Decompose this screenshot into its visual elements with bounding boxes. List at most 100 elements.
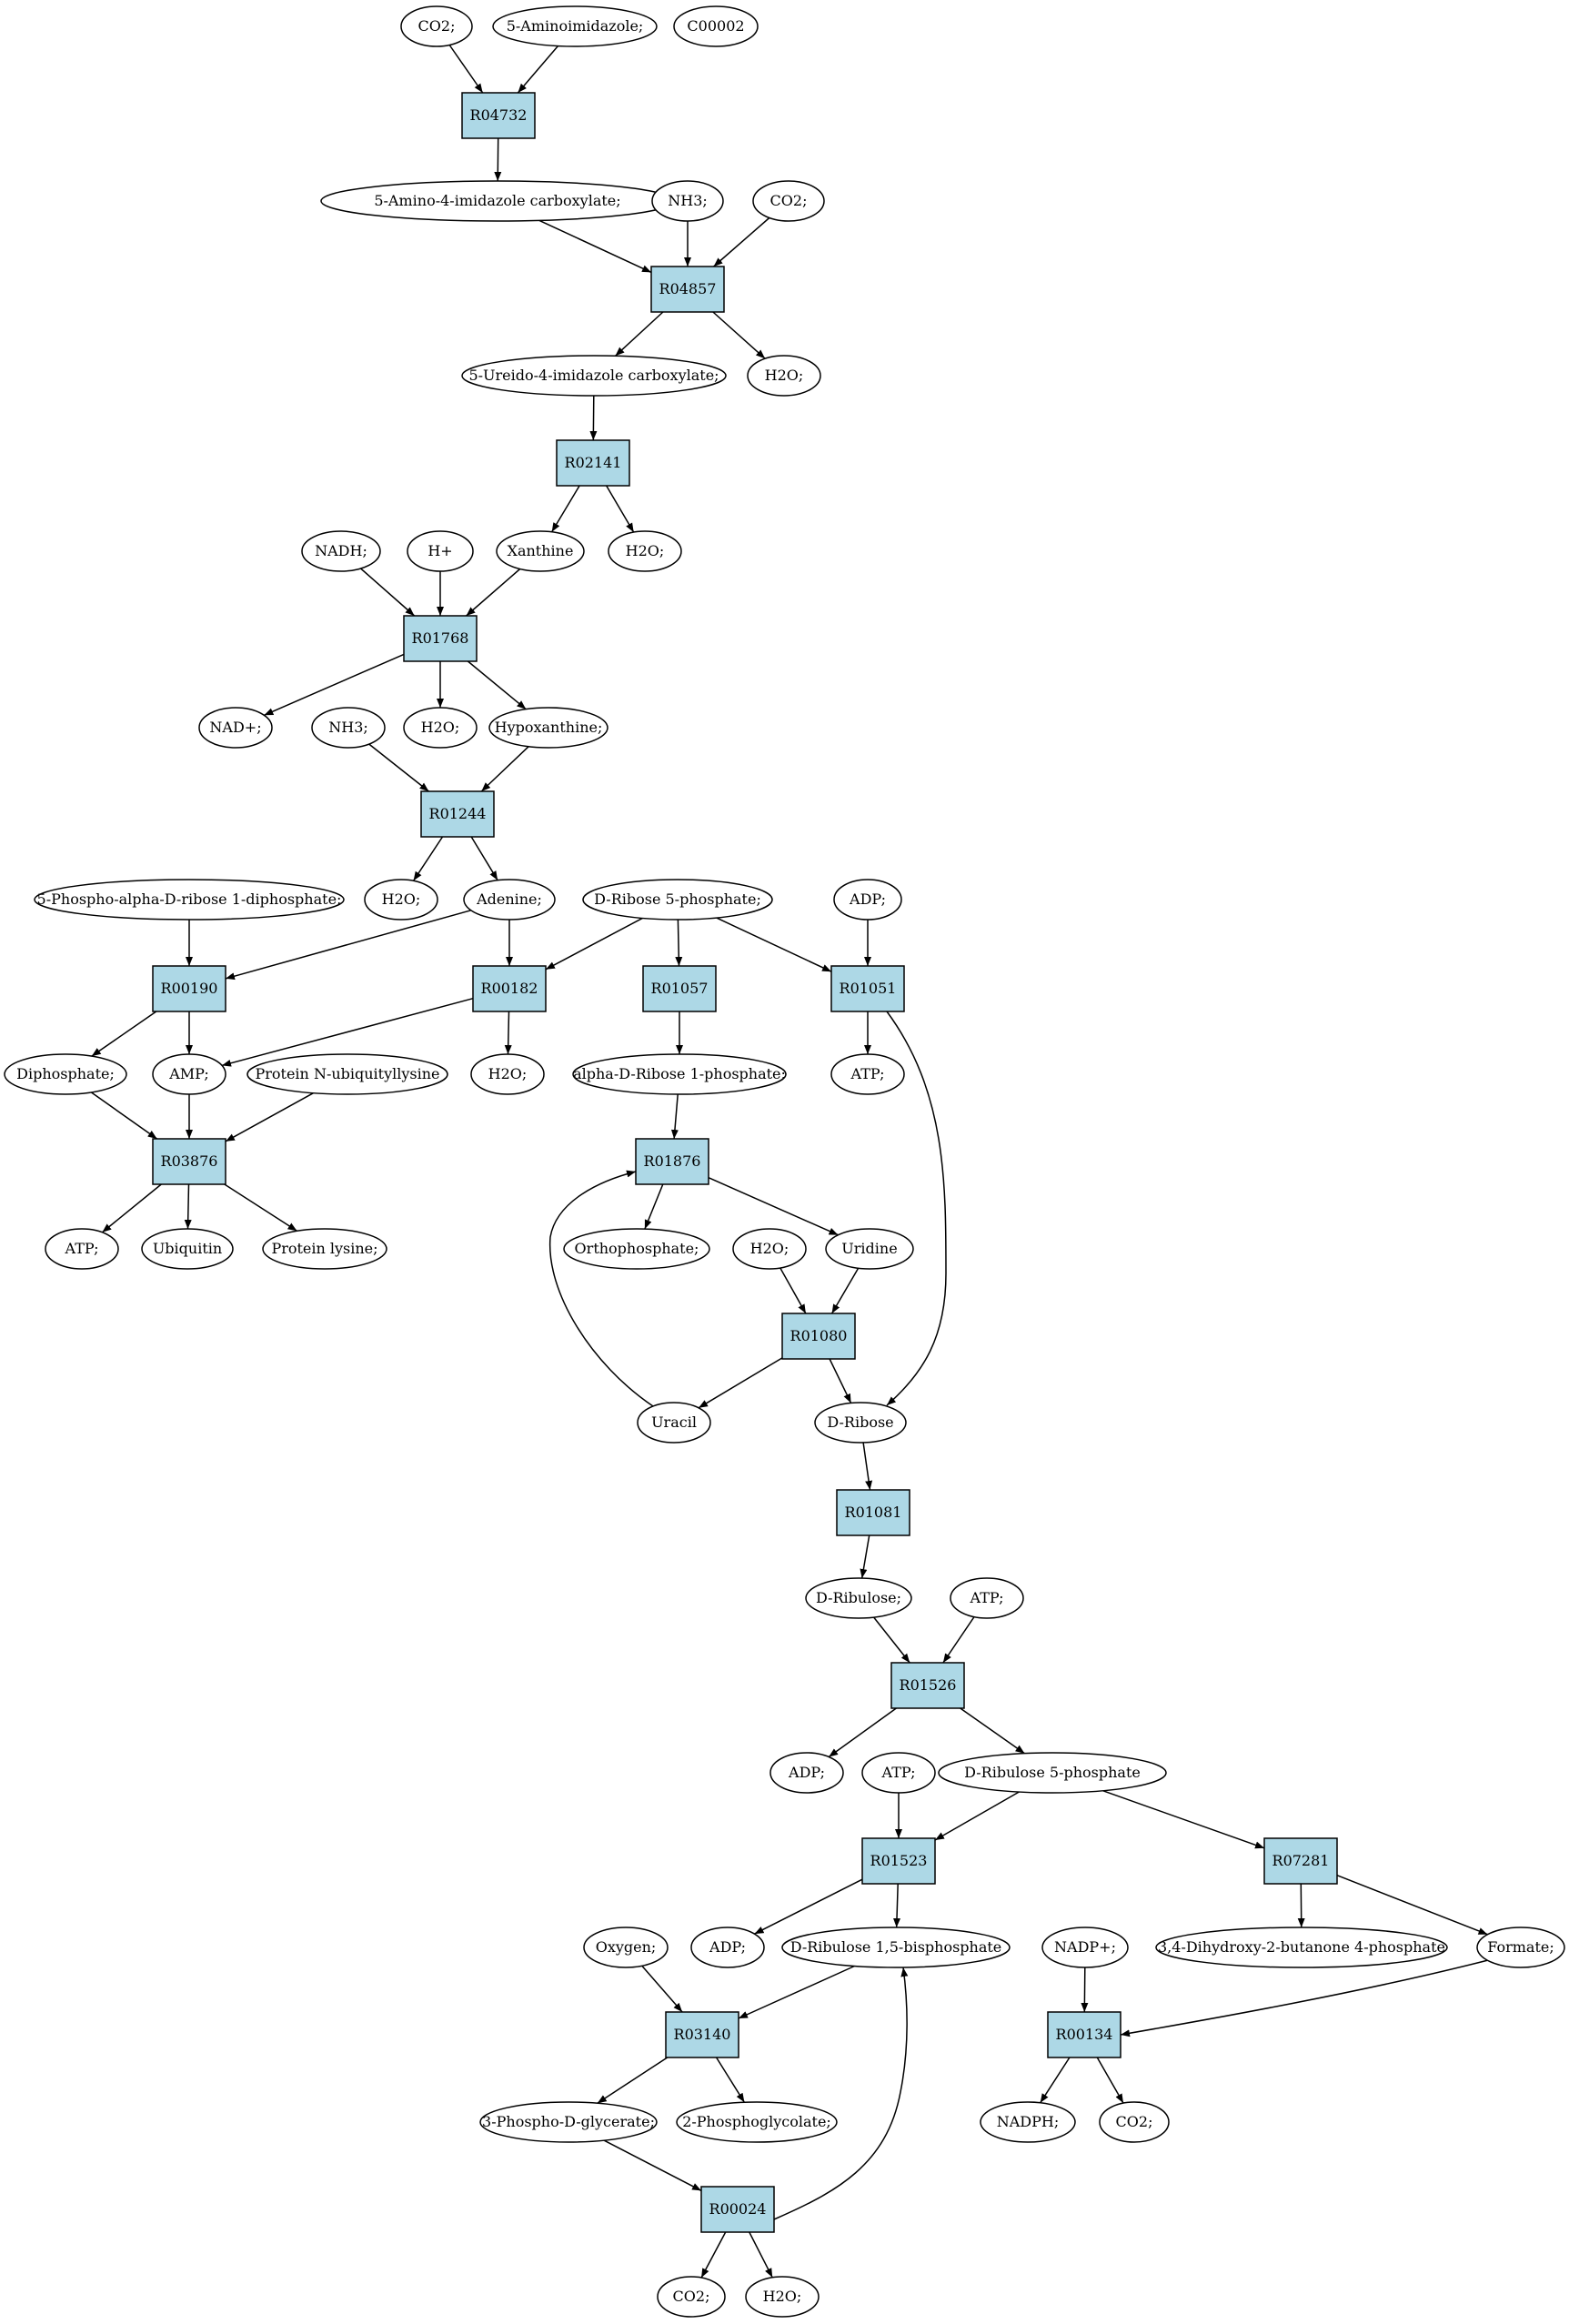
- metabolite-node-orthophosphate[interactable]: Orthophosphate;: [563, 1228, 710, 1270]
- reaction-box-r01080[interactable]: [781, 1313, 856, 1360]
- metabolite-node-adp_1[interactable]: ADP;: [833, 879, 902, 921]
- reaction-node-r04732[interactable]: R04732: [461, 92, 536, 139]
- metabolite-ellipse-nh3_1[interactable]: [651, 180, 724, 222]
- metabolite-node-rubp[interactable]: D-Ribulose 1,5-bisphosphate: [781, 1927, 1011, 1968]
- metabolite-node-prpp[interactable]: 5-Phospho-alpha-D-ribose 1-diphosphate;: [34, 879, 345, 921]
- metabolite-ellipse-prpp[interactable]: [34, 879, 345, 921]
- metabolite-node-amino_carbox[interactable]: 5-Amino-4-imidazole carboxylate;: [320, 180, 675, 222]
- metabolite-ellipse-dhbp[interactable]: [1155, 1927, 1448, 1968]
- metabolite-ellipse-atp_2[interactable]: [45, 1228, 119, 1270]
- reaction-node-r01768[interactable]: R01768: [403, 615, 478, 662]
- metabolite-node-nh3_2[interactable]: NH3;: [311, 707, 386, 749]
- metabolite-node-pga[interactable]: 3-Phospho-D-glycerate;: [479, 2101, 658, 2143]
- reaction-node-r01057[interactable]: R01057: [642, 965, 717, 1012]
- metabolite-node-dribose[interactable]: D-Ribose: [814, 1402, 907, 1444]
- reaction-box-r01523[interactable]: [861, 1837, 936, 1885]
- metabolite-ellipse-formate[interactable]: [1476, 1927, 1565, 1968]
- metabolite-ellipse-ribose5p[interactable]: [582, 879, 773, 921]
- metabolite-node-amp[interactable]: AMP;: [152, 1053, 226, 1095]
- metabolite-node-formate[interactable]: Formate;: [1476, 1927, 1565, 1968]
- metabolite-ellipse-hypoxanthine[interactable]: [488, 707, 608, 749]
- reaction-box-r01244[interactable]: [420, 790, 495, 838]
- metabolite-ellipse-co2_4[interactable]: [657, 2276, 726, 2318]
- reaction-node-r03140[interactable]: R03140: [665, 2011, 739, 2058]
- metabolite-node-xanthine[interactable]: Xanthine: [496, 530, 585, 572]
- metabolite-node-nadh[interactable]: NADH;: [301, 530, 381, 572]
- metabolite-ellipse-h2o_2[interactable]: [608, 530, 682, 572]
- metabolite-ellipse-h2o_3[interactable]: [403, 707, 478, 749]
- metabolite-ellipse-nadh[interactable]: [301, 530, 381, 572]
- reaction-box-r00024[interactable]: [700, 2186, 775, 2233]
- metabolite-node-oxygen[interactable]: Oxygen;: [583, 1927, 669, 1968]
- metabolite-node-diphosphate[interactable]: Diphosphate;: [4, 1053, 127, 1095]
- metabolite-ellipse-uracil[interactable]: [637, 1402, 711, 1444]
- metabolite-node-ubiquitin[interactable]: Ubiquitin: [141, 1228, 234, 1270]
- reaction-node-r01081[interactable]: R01081: [836, 1489, 910, 1536]
- metabolite-node-hplus[interactable]: H+: [407, 530, 474, 572]
- metabolite-ellipse-pglycolate[interactable]: [676, 2101, 838, 2143]
- reaction-box-r07281[interactable]: [1263, 1837, 1338, 1885]
- metabolite-ellipse-pga[interactable]: [479, 2101, 658, 2143]
- metabolite-node-uracil[interactable]: Uracil: [637, 1402, 711, 1444]
- metabolite-ellipse-nh3_2[interactable]: [311, 707, 386, 749]
- metabolite-node-co2_1[interactable]: CO2;: [400, 5, 473, 47]
- reaction-box-r02141[interactable]: [556, 439, 630, 487]
- metabolite-node-nh3_1[interactable]: NH3;: [651, 180, 724, 222]
- metabolite-ellipse-co2_2[interactable]: [752, 180, 825, 222]
- metabolite-ellipse-protein_ub[interactable]: [246, 1053, 448, 1095]
- reaction-node-r07281[interactable]: R07281: [1263, 1837, 1338, 1885]
- reaction-box-r01051[interactable]: [830, 965, 905, 1012]
- metabolite-ellipse-atp_4[interactable]: [861, 1752, 936, 1794]
- metabolite-ellipse-protein_lys[interactable]: [262, 1228, 387, 1270]
- metabolite-ellipse-nadplus[interactable]: [198, 707, 273, 749]
- metabolite-node-nadph[interactable]: NADPH;: [980, 2101, 1076, 2143]
- metabolite-ellipse-nadph[interactable]: [980, 2101, 1076, 2143]
- metabolite-node-co2_3[interactable]: CO2;: [1099, 2101, 1170, 2143]
- metabolite-node-co2_4[interactable]: CO2;: [657, 2276, 726, 2318]
- metabolite-node-aminoimidazole[interactable]: 5-Aminoimidazole;: [492, 5, 658, 47]
- metabolite-ellipse-h2o_5[interactable]: [470, 1053, 545, 1095]
- metabolite-node-adp_2[interactable]: ADP;: [769, 1752, 844, 1794]
- metabolite-node-h2o_4[interactable]: H2O;: [364, 879, 438, 921]
- metabolite-node-h2o_2[interactable]: H2O;: [608, 530, 682, 572]
- metabolite-ellipse-atp_1[interactable]: [830, 1053, 905, 1095]
- metabolite-ellipse-ubiquitin[interactable]: [141, 1228, 234, 1270]
- metabolite-node-uridine[interactable]: Uridine: [825, 1228, 914, 1270]
- reaction-node-r01051[interactable]: R01051: [830, 965, 905, 1012]
- reaction-node-r01523[interactable]: R01523: [861, 1837, 936, 1885]
- metabolite-node-ribose1p[interactable]: alpha-D-Ribose 1-phosphate;: [572, 1053, 787, 1095]
- metabolite-ellipse-uridine[interactable]: [825, 1228, 914, 1270]
- metabolite-node-protein_ub[interactable]: Protein N-ubiquityllysine: [246, 1053, 448, 1095]
- metabolite-ellipse-orthophosphate[interactable]: [563, 1228, 710, 1270]
- metabolite-ellipse-ribulose5p[interactable]: [938, 1752, 1167, 1794]
- reaction-box-r03876[interactable]: [152, 1138, 226, 1185]
- metabolite-ellipse-diphosphate[interactable]: [4, 1053, 127, 1095]
- reaction-node-r00134[interactable]: R00134: [1047, 2011, 1121, 2058]
- reaction-box-r00190[interactable]: [152, 965, 226, 1012]
- metabolite-node-nadpplus[interactable]: NADP+;: [1041, 1927, 1129, 1968]
- metabolite-ellipse-dribose[interactable]: [814, 1402, 907, 1444]
- metabolite-ellipse-h2o_4[interactable]: [364, 879, 438, 921]
- metabolite-node-ribulose5p[interactable]: D-Ribulose 5-phosphate: [938, 1752, 1167, 1794]
- metabolite-ellipse-adp_3[interactable]: [690, 1927, 765, 1968]
- reaction-node-r01244[interactable]: R01244: [420, 790, 495, 838]
- reaction-node-r00024[interactable]: R00024: [700, 2186, 775, 2233]
- reaction-node-r03876[interactable]: R03876: [152, 1138, 226, 1185]
- metabolite-node-atp_4[interactable]: ATP;: [861, 1752, 936, 1794]
- metabolite-node-h2o_6[interactable]: H2O;: [732, 1228, 807, 1270]
- reaction-box-r04857[interactable]: [650, 266, 725, 313]
- metabolite-ellipse-h2o_1[interactable]: [747, 355, 821, 397]
- reaction-box-r01526[interactable]: [890, 1662, 965, 1709]
- reaction-node-r01080[interactable]: R01080: [781, 1313, 856, 1360]
- metabolite-ellipse-adp_1[interactable]: [833, 879, 902, 921]
- metabolite-ellipse-co2_3[interactable]: [1099, 2101, 1170, 2143]
- metabolite-node-atp_2[interactable]: ATP;: [45, 1228, 119, 1270]
- metabolite-node-h2o_5[interactable]: H2O;: [470, 1053, 545, 1095]
- metabolite-ellipse-dribulose[interactable]: [805, 1577, 912, 1619]
- metabolite-node-protein_lys[interactable]: Protein lysine;: [262, 1228, 387, 1270]
- metabolite-ellipse-hplus[interactable]: [407, 530, 474, 572]
- metabolite-node-dhbp[interactable]: 3,4-Dihydroxy-2-butanone 4-phosphate: [1155, 1927, 1448, 1968]
- metabolite-ellipse-ureido_carbox[interactable]: [461, 355, 727, 397]
- metabolite-ellipse-h2o_7[interactable]: [745, 2276, 820, 2318]
- metabolite-ellipse-aminoimidazole[interactable]: [492, 5, 658, 47]
